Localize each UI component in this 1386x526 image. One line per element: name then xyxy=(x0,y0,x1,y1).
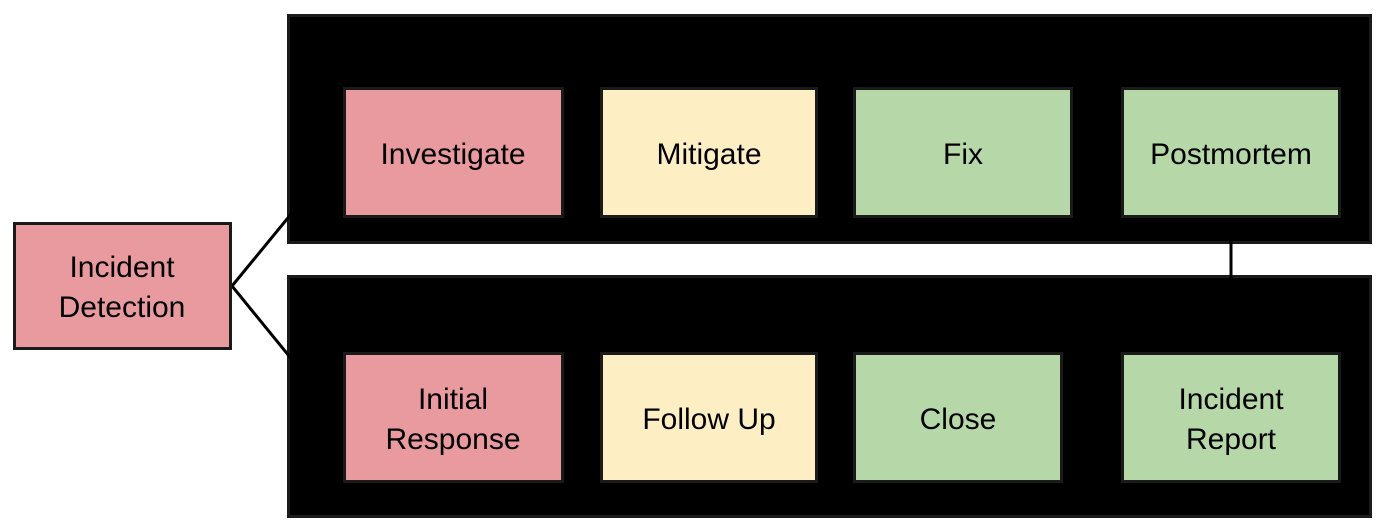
node-close-box[interactable] xyxy=(853,352,1063,483)
lane-support-title: Support xyxy=(785,297,887,329)
node-investigate[interactable]: Investigate xyxy=(343,87,564,218)
node-initial-response-box[interactable] xyxy=(343,352,564,483)
node-incident-detection[interactable]: Incident Detection xyxy=(13,222,232,350)
node-incident-report-label-line2: Report xyxy=(1186,423,1277,456)
node-follow-up[interactable]: Follow Up xyxy=(600,352,818,483)
node-postmortem-box[interactable] xyxy=(1121,87,1341,218)
node-incident-detection-box[interactable] xyxy=(13,222,232,350)
edge-detection-to-investigate xyxy=(230,155,340,287)
node-close-label: Close xyxy=(920,403,997,436)
node-investigate-label: Investigate xyxy=(380,138,525,171)
node-mitigate[interactable]: Mitigate xyxy=(600,87,818,218)
node-close[interactable]: Close xyxy=(853,352,1063,483)
node-mitigate-box[interactable] xyxy=(600,87,818,218)
node-fix[interactable]: Fix xyxy=(853,87,1073,218)
node-fix-label: Fix xyxy=(943,138,983,171)
node-follow-up-box[interactable] xyxy=(600,352,818,483)
node-initial-response[interactable]: Initial Response xyxy=(343,352,564,483)
node-follow-up-label: Follow Up xyxy=(642,403,775,436)
edge-group xyxy=(230,141,1243,430)
node-incident-report-label-line1: Incident xyxy=(1178,383,1284,416)
node-incident-report[interactable]: Incident Report xyxy=(1121,352,1341,483)
node-incident-report-box[interactable] xyxy=(1121,352,1341,483)
node-incident-detection-label-line2: Detection xyxy=(59,291,186,324)
node-incident-detection-label-line1: Incident xyxy=(69,251,175,284)
node-fix-box[interactable] xyxy=(853,87,1073,218)
lane-product-engineering-title: Product Engineering xyxy=(705,32,968,64)
node-investigate-box[interactable] xyxy=(343,87,564,218)
node-initial-response-label-line2: Response xyxy=(385,423,520,456)
node-mitigate-label: Mitigate xyxy=(656,138,761,171)
node-postmortem[interactable]: Postmortem xyxy=(1121,87,1341,218)
node-initial-response-label-line1: Initial xyxy=(418,383,488,416)
edge-detection-to-initial-response xyxy=(230,285,340,418)
node-postmortem-label: Postmortem xyxy=(1150,138,1312,171)
